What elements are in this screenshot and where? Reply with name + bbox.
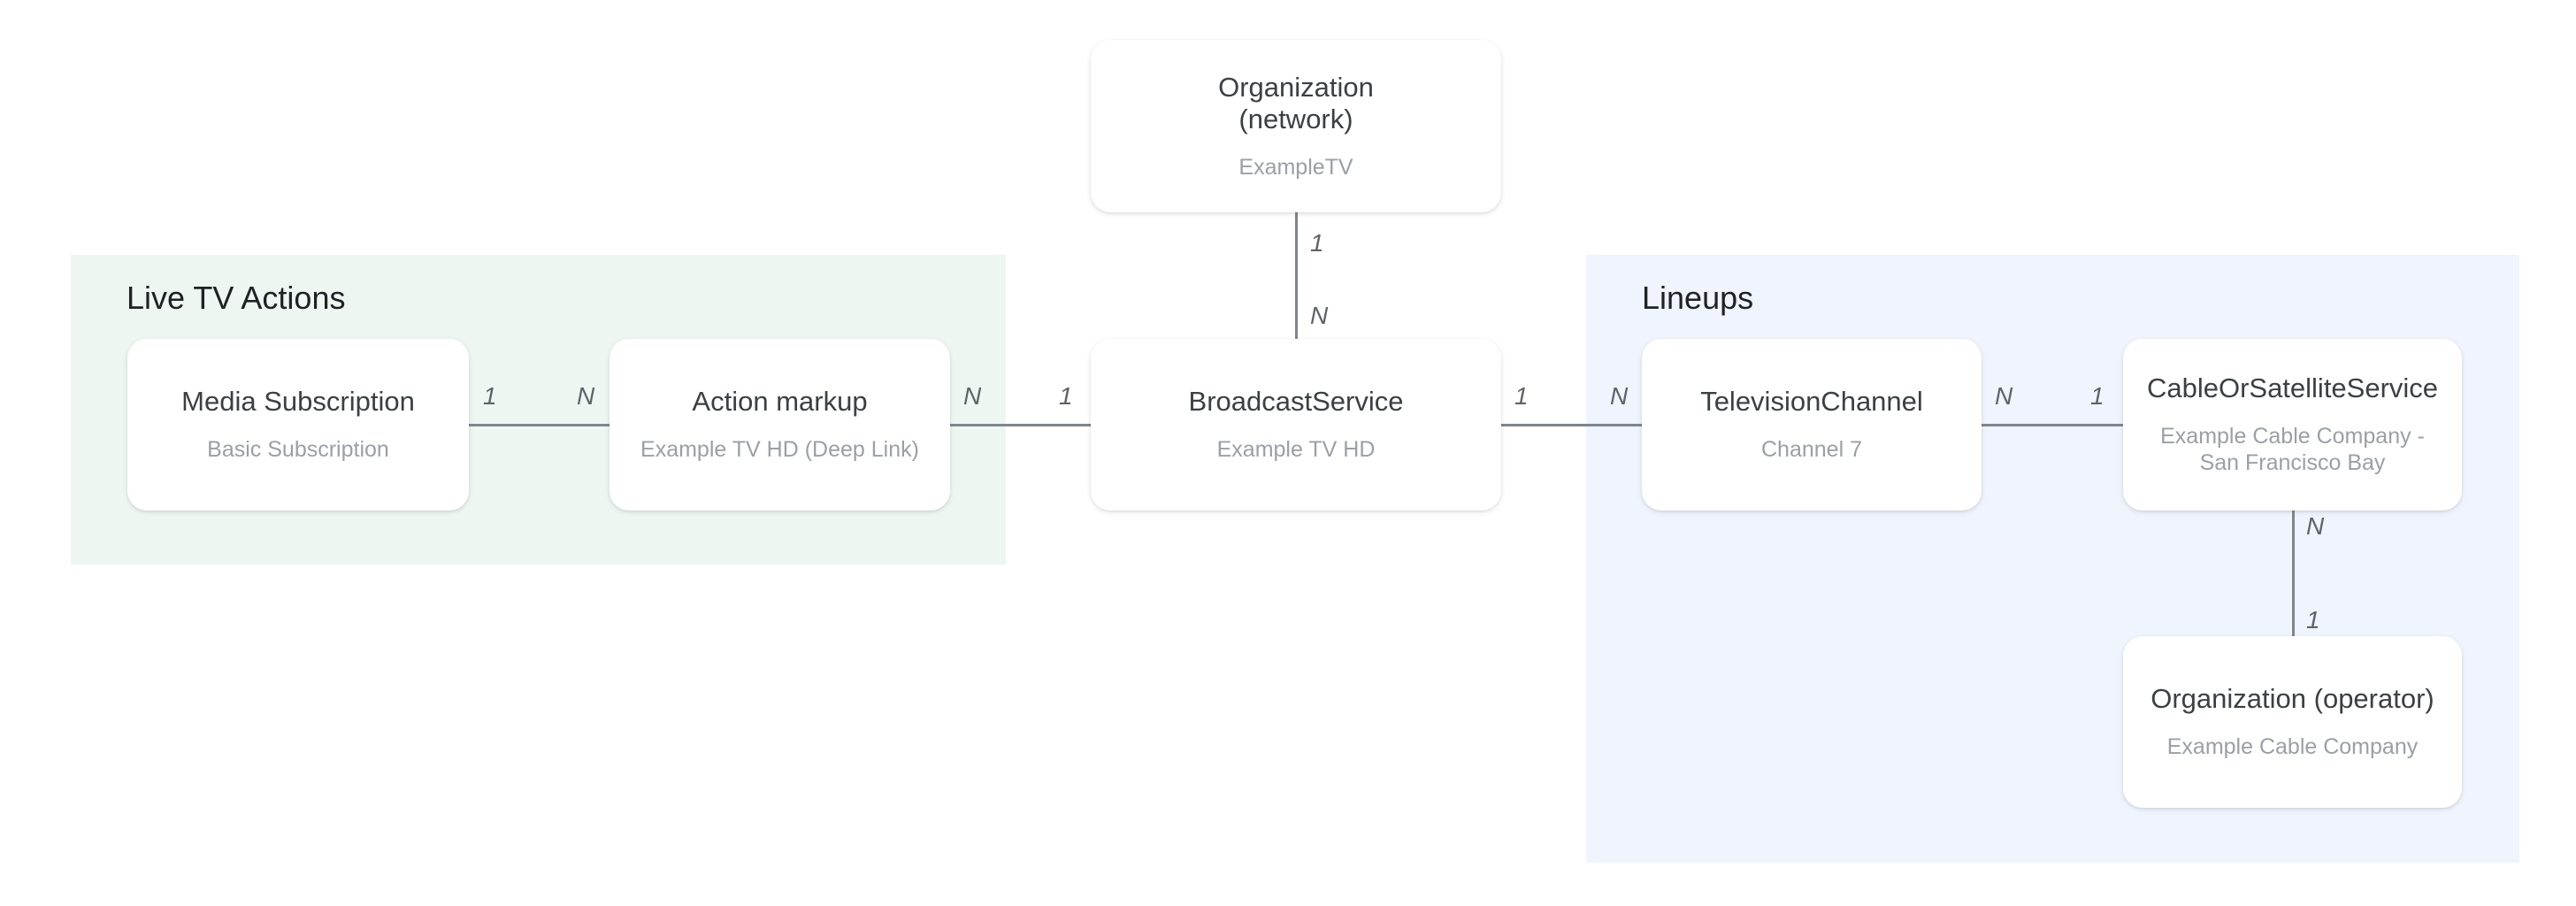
cardinality-label-cable-or-satellite-service-to-organization-operator-from: N — [2306, 512, 2325, 540]
node-title: BroadcastService — [1188, 386, 1404, 418]
edge-line-media-subscription-to-action-markup — [469, 424, 610, 426]
node-subtitle: Example TV HD (Deep Link) — [640, 437, 919, 463]
edge-line-organization-network-to-broadcast-service — [1295, 212, 1298, 339]
node-television-channel[interactable]: TelevisionChannel Channel 7 — [1642, 339, 1982, 511]
edge-line-broadcast-service-to-television-channel — [1501, 424, 1642, 426]
cardinality-label-action-markup-to-broadcast-service-from: N — [963, 382, 982, 410]
node-cable-or-satellite-service[interactable]: CableOrSatelliteService Example Cable Co… — [2123, 339, 2462, 511]
cardinality-label-organization-network-to-broadcast-service-to: N — [1310, 302, 1329, 329]
group-title-lineups: Lineups — [1642, 280, 1754, 316]
node-title: Media Subscription — [181, 386, 415, 418]
edge-line-action-markup-to-broadcast-service — [950, 424, 1091, 426]
cardinality-label-broadcast-service-to-television-channel-from: 1 — [1514, 382, 1529, 410]
cardinality-label-broadcast-service-to-television-channel-to: N — [1610, 382, 1629, 410]
node-title: TelevisionChannel — [1700, 386, 1923, 418]
cardinality-label-action-markup-to-broadcast-service-to: 1 — [1059, 382, 1073, 410]
edge-line-cable-or-satellite-service-to-organization-operator — [2292, 511, 2295, 636]
cardinality-label-organization-network-to-broadcast-service-from: 1 — [1310, 229, 1324, 257]
node-organization-operator[interactable]: Organization (operator) Example Cable Co… — [2123, 636, 2462, 808]
node-action-markup[interactable]: Action markup Example TV HD (Deep Link) — [610, 339, 950, 511]
node-subtitle: Basic Subscription — [207, 437, 389, 463]
node-subtitle: ExampleTV — [1238, 154, 1353, 180]
cardinality-label-television-channel-to-cable-or-satellite-service-from: N — [1995, 382, 2013, 410]
node-media-subscription[interactable]: Media Subscription Basic Subscription — [127, 339, 469, 511]
node-title: CableOrSatelliteService — [2146, 372, 2439, 404]
node-title: Action markup — [692, 386, 868, 418]
node-broadcast-service[interactable]: BroadcastService Example TV HD — [1091, 339, 1501, 511]
node-subtitle: Example TV HD — [1216, 437, 1376, 463]
edge-line-television-channel-to-cable-or-satellite-service — [1982, 424, 2123, 426]
cardinality-label-media-subscription-to-action-markup-from: 1 — [483, 382, 497, 410]
node-organization-network[interactable]: Organization (network) ExampleTV — [1091, 40, 1501, 212]
node-title: Organization (operator) — [2150, 683, 2434, 715]
cardinality-label-television-channel-to-cable-or-satellite-service-to: 1 — [2090, 382, 2104, 410]
node-subtitle: Channel 7 — [1761, 437, 1862, 463]
node-subtitle: Example Cable Company — [2166, 734, 2419, 760]
cardinality-label-cable-or-satellite-service-to-organization-operator-to: 1 — [2306, 606, 2320, 633]
node-subtitle: Example Cable Company - San Francisco Ba… — [2160, 423, 2425, 476]
cardinality-label-media-subscription-to-action-markup-to: N — [577, 382, 595, 410]
node-title: Organization (network) — [1218, 71, 1374, 135]
group-title-live-tv-actions: Live TV Actions — [126, 280, 346, 316]
